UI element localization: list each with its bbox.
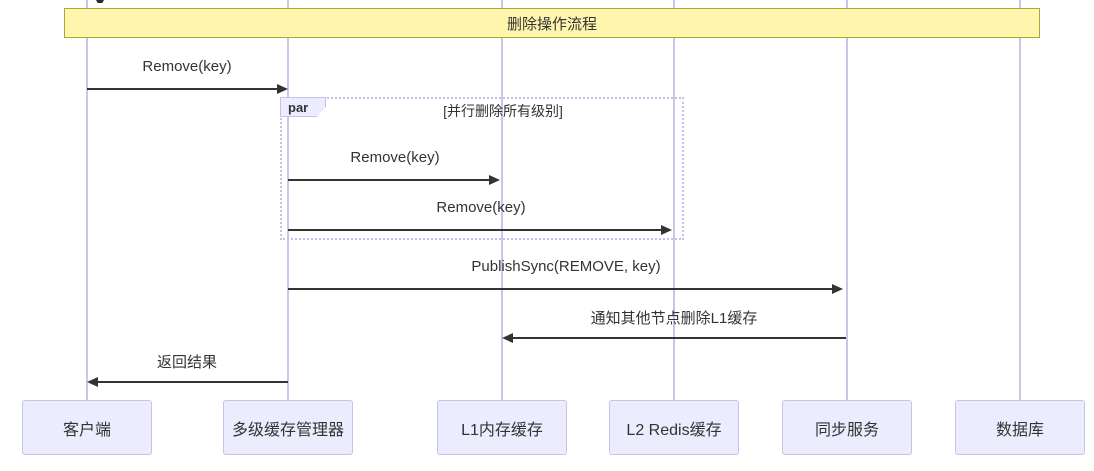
message-arrow bbox=[288, 288, 833, 290]
lifeline-client bbox=[86, 0, 88, 400]
message-arrow bbox=[513, 337, 846, 339]
arrowhead-right-icon bbox=[661, 225, 672, 235]
arrowhead-right-icon bbox=[489, 175, 500, 185]
par-guard-label: [并行删除所有级别] bbox=[443, 103, 563, 119]
message-arrow bbox=[87, 88, 277, 90]
diagram-title: 删除操作流程 bbox=[506, 15, 597, 33]
message-arrow bbox=[288, 229, 662, 231]
lifeline-l2-cache bbox=[673, 0, 675, 400]
actor-label: 多级缓存管理器 bbox=[231, 421, 344, 439]
message-label: Remove(key) bbox=[350, 149, 440, 166]
message-label: PublishSync(REMOVE, key) bbox=[471, 258, 661, 275]
par-operator-label: par bbox=[288, 99, 309, 115]
arrowhead-right-icon bbox=[832, 284, 843, 294]
actor-label: 数据库 bbox=[995, 421, 1044, 439]
message-label: Remove(key) bbox=[436, 199, 526, 216]
actor-box-l1-cache: L1内存缓存 bbox=[437, 400, 567, 455]
actor-label: 同步服务 bbox=[814, 421, 879, 439]
lifeline-database bbox=[1019, 0, 1021, 400]
actor-box-sync-service: 同步服务 bbox=[782, 400, 912, 455]
message-label: Remove(key) bbox=[142, 58, 232, 75]
lifeline-cache-manager bbox=[287, 0, 289, 400]
cropped-arrowhead-icon bbox=[96, 0, 104, 3]
actor-box-client: 客户端 bbox=[22, 400, 152, 455]
par-fragment-frame: par [并行删除所有级别] bbox=[280, 97, 684, 240]
actor-box-cache-manager: 多级缓存管理器 bbox=[223, 400, 353, 455]
title-banner: 删除操作流程 bbox=[64, 8, 1040, 38]
message-label: 通知其他节点删除L1缓存 bbox=[590, 310, 758, 327]
arrowhead-left-icon bbox=[502, 333, 513, 343]
actor-box-database: 数据库 bbox=[955, 400, 1085, 455]
message-label: 返回结果 bbox=[156, 354, 218, 371]
actor-box-l2-cache: L2 Redis缓存 bbox=[609, 400, 739, 455]
actor-label: 客户端 bbox=[62, 421, 111, 439]
lifeline-l1-cache bbox=[501, 0, 503, 400]
lifeline-sync-service bbox=[846, 0, 848, 400]
arrowhead-right-icon bbox=[277, 84, 288, 94]
par-operator-tab: par bbox=[280, 97, 326, 117]
message-arrow bbox=[288, 179, 490, 181]
arrowhead-left-icon bbox=[87, 377, 98, 387]
actor-label: L2 Redis缓存 bbox=[626, 421, 722, 439]
message-arrow bbox=[98, 381, 288, 383]
actor-label: L1内存缓存 bbox=[461, 421, 543, 439]
